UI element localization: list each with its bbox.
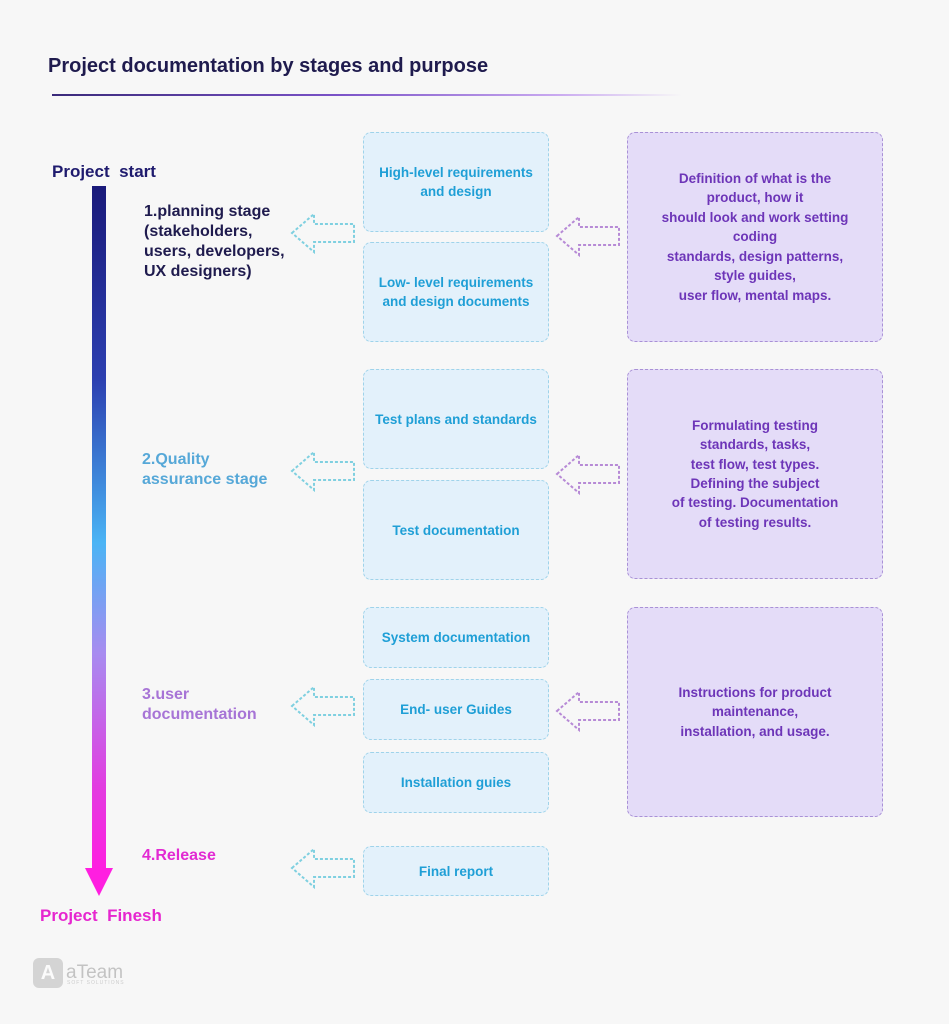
arrow-docs-to-planning bbox=[290, 211, 355, 255]
timeline-arrow-head bbox=[85, 868, 113, 896]
doc-box-installation-guides: Installation guies bbox=[363, 752, 549, 813]
stage-label-release: 4.Release bbox=[142, 847, 216, 864]
stage-label-user-documentation: 3.user documentation bbox=[142, 686, 257, 723]
arrow-purpose-to-qa-docs bbox=[555, 452, 620, 496]
purpose-box-planning: Definition of what is the product, how i… bbox=[627, 132, 883, 342]
doc-box-end-user-guides: End- user Guides bbox=[363, 679, 549, 740]
title-underline bbox=[52, 94, 682, 96]
doc-box-test-documentation: Test documentation bbox=[363, 480, 549, 580]
project-start-label: Project start bbox=[52, 162, 156, 181]
arrow-purpose-to-planning-docs bbox=[555, 214, 620, 258]
ateam-logo-tagline: SOFT SOLUTIONS bbox=[67, 980, 125, 986]
doc-box-test-plans: Test plans and standards bbox=[363, 369, 549, 469]
arrow-docs-to-quality-assurance bbox=[290, 449, 355, 493]
doc-box-system-documentation: System documentation bbox=[363, 607, 549, 668]
ateam-logo-mark: A bbox=[33, 958, 63, 988]
arrow-docs-to-user-documentation bbox=[290, 684, 355, 728]
timeline-bar bbox=[92, 186, 106, 872]
ateam-logo: A aTeam SOFT SOLUTIONS bbox=[33, 958, 125, 988]
arrow-purpose-to-user-docs bbox=[555, 689, 620, 733]
arrow-docs-to-release bbox=[290, 846, 355, 890]
doc-box-low-level-requirements: Low- level requirements and design docum… bbox=[363, 242, 549, 342]
ateam-logo-name: aTeam bbox=[66, 962, 124, 983]
doc-box-high-level-requirements: High-level requirements and design bbox=[363, 132, 549, 232]
stage-label-quality-assurance: 2.Quality assurance stage bbox=[142, 451, 268, 488]
purpose-box-quality-assurance: Formulating testing standards, tasks, te… bbox=[627, 369, 883, 579]
stage-label-planning: 1.planning stage (stakeholders, users, d… bbox=[144, 203, 285, 280]
doc-box-final-report: Final report bbox=[363, 846, 549, 896]
purpose-box-user-documentation: Instructions for product maintenance, in… bbox=[627, 607, 883, 817]
page-title: Project documentation by stages and purp… bbox=[48, 55, 489, 77]
project-finish-label: Project Finesh bbox=[40, 906, 162, 925]
